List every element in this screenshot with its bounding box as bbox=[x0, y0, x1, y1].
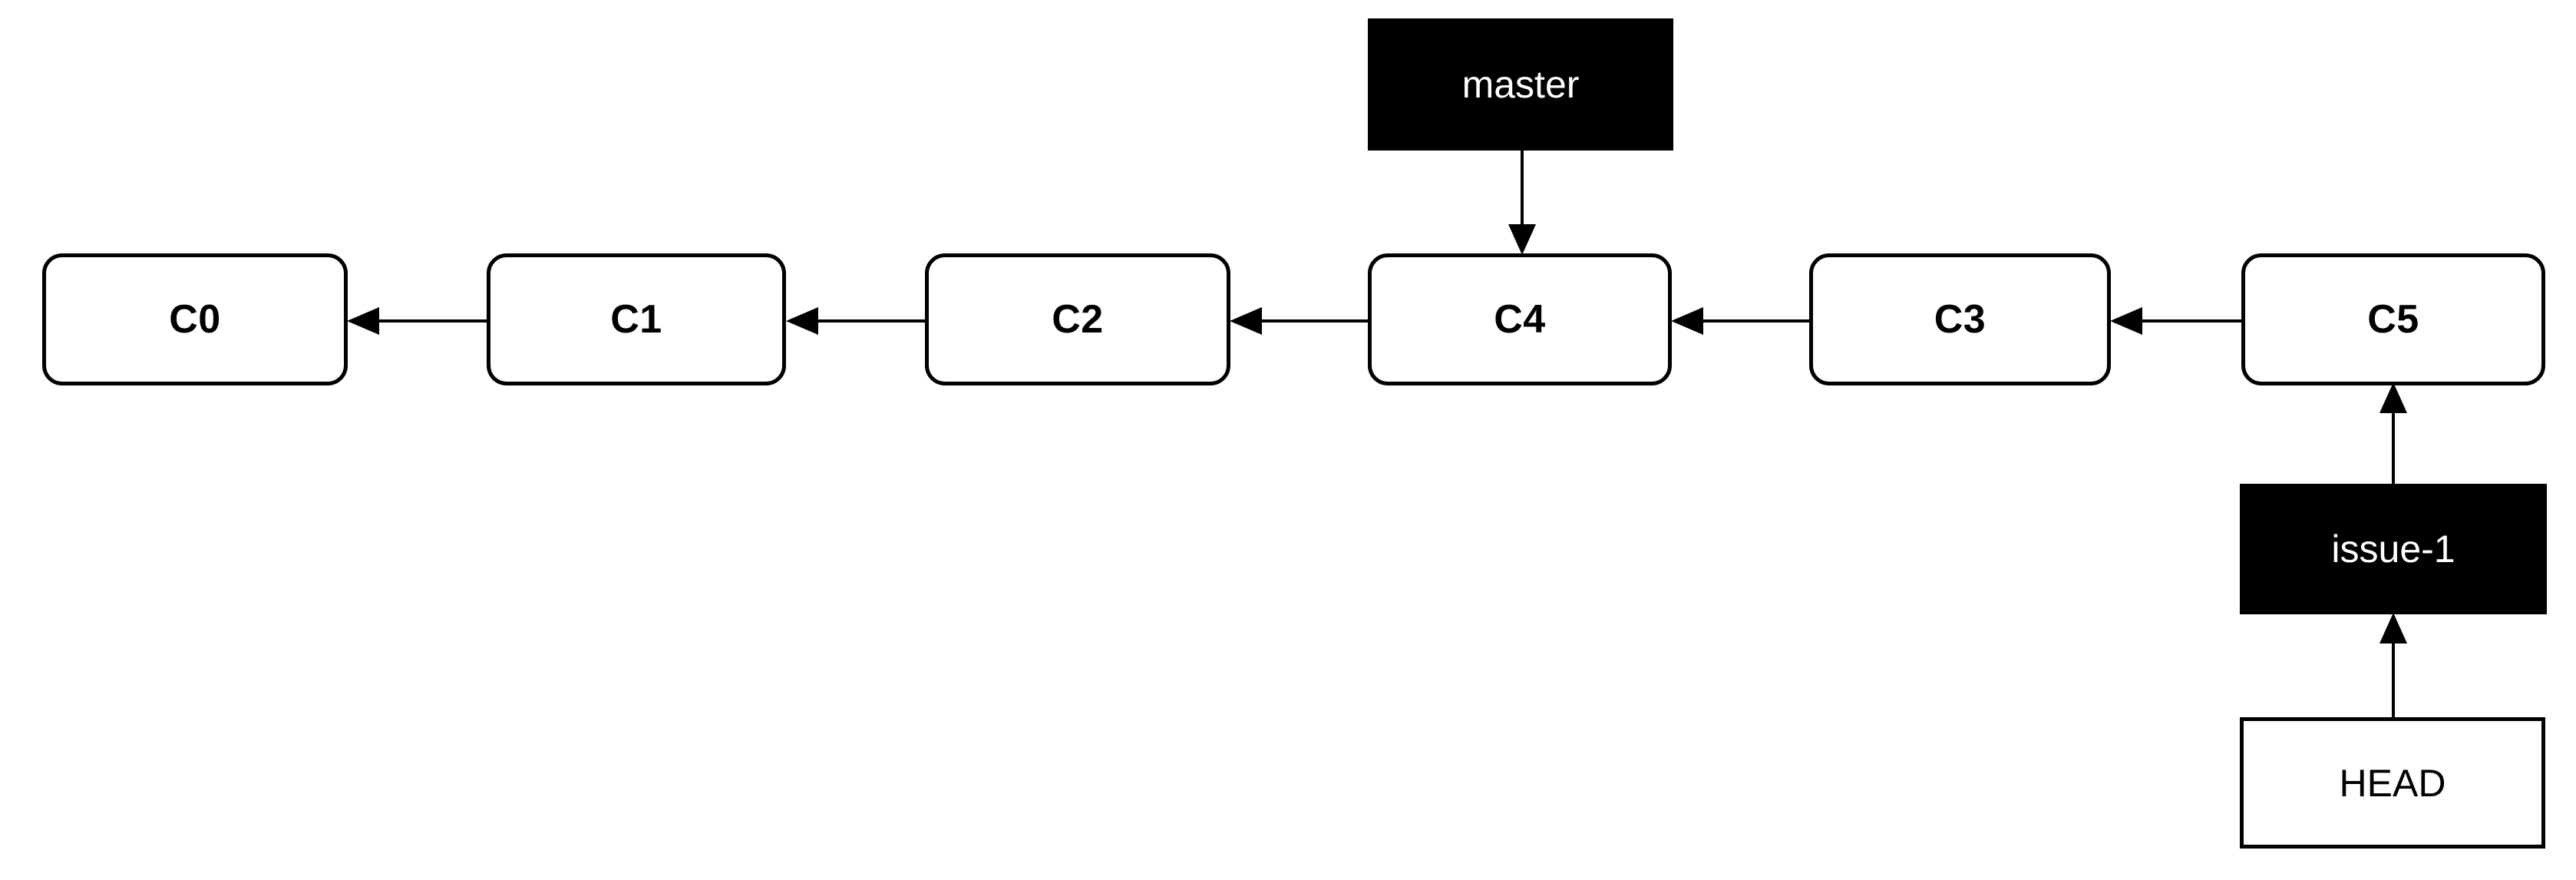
commit-node-c4[interactable]: C4 bbox=[1368, 253, 1672, 385]
commit-label: C5 bbox=[2367, 297, 2419, 342]
edge-c3-to-c4 bbox=[1671, 307, 1812, 335]
commit-label: C1 bbox=[610, 297, 662, 342]
branch-label-issue-1[interactable]: issue-1 bbox=[2240, 484, 2547, 614]
commit-label: C4 bbox=[1494, 297, 1546, 342]
branch-label-text: master bbox=[1461, 63, 1580, 106]
commit-label: C3 bbox=[1934, 297, 1986, 342]
head-label-text: HEAD bbox=[2339, 761, 2446, 805]
commit-node-c0[interactable]: C0 bbox=[42, 253, 348, 385]
commit-label: C0 bbox=[169, 297, 221, 342]
branch-label-text: issue-1 bbox=[2331, 528, 2455, 571]
commit-label: C2 bbox=[1052, 297, 1104, 342]
branch-label-master[interactable]: master bbox=[1368, 18, 1673, 151]
commit-node-c3[interactable]: C3 bbox=[1809, 253, 2111, 385]
edge-c2-to-c1 bbox=[786, 307, 929, 335]
head-pointer-label[interactable]: HEAD bbox=[2240, 717, 2545, 849]
commit-node-c2[interactable]: C2 bbox=[925, 253, 1230, 385]
commit-node-c1[interactable]: C1 bbox=[487, 253, 786, 385]
edge-c4-to-c2 bbox=[1230, 307, 1371, 335]
commit-node-c5[interactable]: C5 bbox=[2241, 253, 2545, 385]
edge-c5-to-c3 bbox=[2110, 307, 2244, 335]
edge-c1-to-c0 bbox=[347, 307, 490, 335]
edge-issue-1-to-c5 bbox=[2379, 382, 2407, 487]
edge-head-to-issue-1 bbox=[2379, 613, 2407, 720]
edge-master-to-c4 bbox=[1508, 151, 1536, 255]
